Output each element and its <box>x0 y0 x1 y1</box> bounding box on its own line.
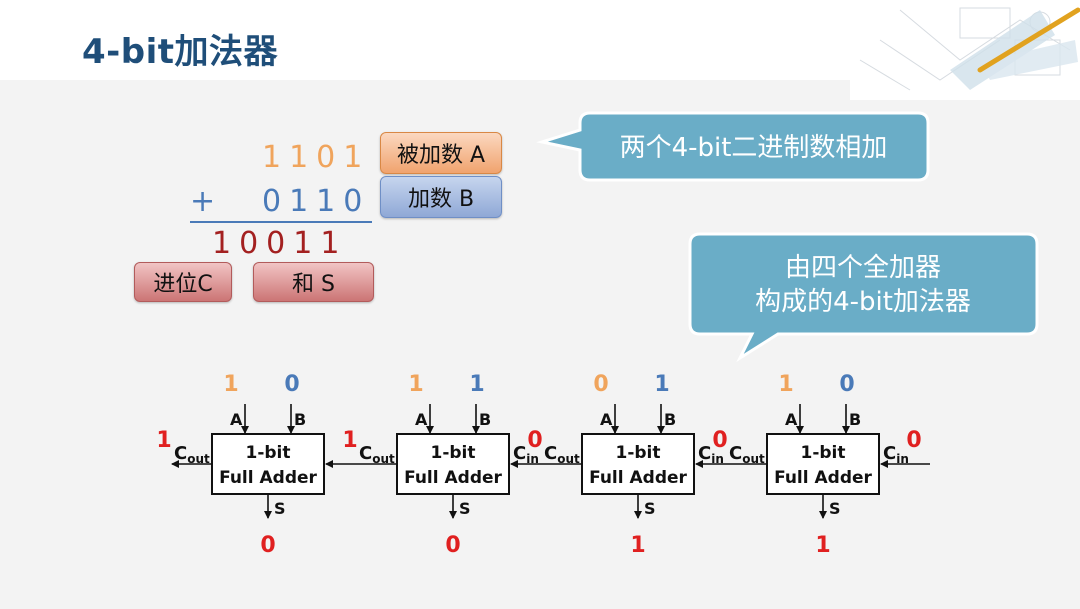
full-adder-label-2: Full Adder <box>219 468 317 488</box>
sum-output-bit: 1 <box>630 533 645 558</box>
sum-digits: 10011 <box>212 226 348 261</box>
pin-label-cin: Cin <box>698 443 724 466</box>
callout-2-text: 由四个全加器 构成的4-bit加法器 <box>690 251 1036 319</box>
pin-label-b: B <box>849 410 861 429</box>
input-bit-b: 0 <box>839 372 854 397</box>
pin-label-cout: Cout <box>174 443 210 466</box>
callout-2-line-2: 构成的4-bit加法器 <box>755 287 971 317</box>
input-bit-a: 0 <box>593 372 608 397</box>
pin-label-cout: Cout <box>729 443 765 466</box>
label-carry: 进位C <box>134 262 232 302</box>
addend-a-digits: 1101 <box>262 140 371 175</box>
pin-label-b: B <box>664 410 676 429</box>
input-bit-b: 1 <box>469 372 484 397</box>
full-adder-label-1: 1-bit <box>430 443 475 463</box>
pin-label-a: A <box>600 410 613 429</box>
carry-out-bit: 0 <box>712 428 727 453</box>
input-bit-a: 1 <box>223 372 238 397</box>
pin-label-a: A <box>415 410 428 429</box>
label-addend-b: 加数 B <box>380 176 502 218</box>
full-adder-label-2: Full Adder <box>404 468 502 488</box>
sum-rule-line <box>190 221 372 223</box>
callout-bubble-1 <box>536 111 930 182</box>
carry-in-bit: 0 <box>906 428 921 453</box>
pin-label-b: B <box>294 410 306 429</box>
pin-label-s: S <box>829 499 841 518</box>
carry-out-bit: 1 <box>342 428 357 453</box>
page-title: 4-bit加法器 <box>82 32 279 72</box>
drafting-tools-illustration <box>850 0 1080 100</box>
full-adder-label-1: 1-bit <box>245 443 290 463</box>
full-adder-label-2: Full Adder <box>589 468 687 488</box>
pin-label-b: B <box>479 410 491 429</box>
addend-b-digits: 0110 <box>262 184 371 219</box>
pin-label-cin: Cin <box>513 443 539 466</box>
callout-2-line-1: 由四个全加器 <box>784 253 941 283</box>
full-adder-label-1: 1-bit <box>615 443 660 463</box>
carry-out-bit: 1 <box>156 428 171 453</box>
pin-label-cout: Cout <box>544 443 580 466</box>
carry-out-bit: 0 <box>527 428 542 453</box>
pin-label-s: S <box>274 499 286 518</box>
input-bit-b: 0 <box>284 372 299 397</box>
callout-1-text: 两个4-bit二进制数相加 <box>619 133 888 163</box>
plus-sign: + <box>190 184 216 219</box>
sum-output-bit: 0 <box>260 533 275 558</box>
pin-label-a: A <box>230 410 243 429</box>
full-adder-label-1: 1-bit <box>800 443 845 463</box>
pin-label-s: S <box>459 499 471 518</box>
input-bit-b: 1 <box>654 372 669 397</box>
sum-output-bit: 0 <box>445 533 460 558</box>
input-bit-a: 1 <box>408 372 423 397</box>
input-bit-a: 1 <box>778 372 793 397</box>
sum-output-bit: 1 <box>815 533 830 558</box>
full-adder-label-2: Full Adder <box>774 468 872 488</box>
pin-label-cin: Cin <box>883 443 909 466</box>
pin-label-s: S <box>644 499 656 518</box>
label-addend-a: 被加数 A <box>380 132 502 174</box>
callout-bubble-2 <box>688 232 1039 363</box>
label-sum: 和 S <box>253 262 374 302</box>
pin-label-cout: Cout <box>359 443 395 466</box>
pin-label-a: A <box>785 410 798 429</box>
